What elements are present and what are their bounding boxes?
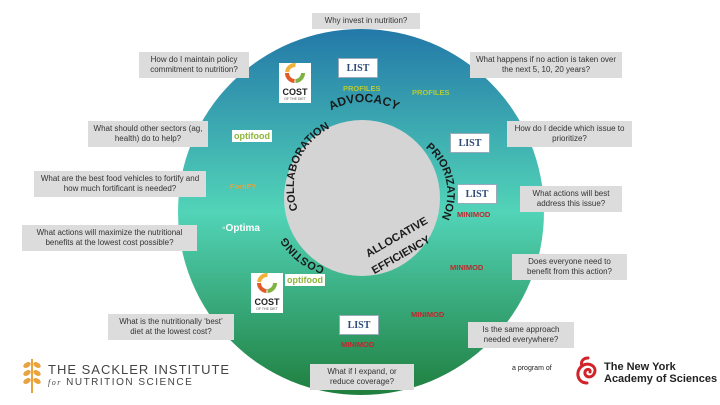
- list-logo-top: LIST: [338, 58, 378, 78]
- list-logo-right-1: LIST: [450, 133, 490, 153]
- question-everyone-benefit: Does everyone need to benefit from this …: [512, 254, 627, 280]
- question-policy-commitment: How do I maintain policy commitment to n…: [139, 52, 249, 78]
- question-why-invest: Why invest in nutrition?: [312, 13, 420, 29]
- optima-logo: ◦Optima: [222, 223, 260, 234]
- wheat-icon: [23, 359, 41, 393]
- question-no-action: What happens if no action is taken over …: [470, 52, 622, 78]
- minimod-label-2: MINIMOD: [450, 263, 484, 272]
- question-other-sectors: What should other sectors (ag, health) d…: [88, 121, 208, 147]
- minimod-label-1: MINIMOD: [457, 210, 491, 219]
- profiles-label-1: PROFILES: [343, 84, 381, 93]
- minimod-label-4: MINIMOD: [341, 340, 375, 349]
- question-expand-coverage: What if I expand, or reduce coverage?: [310, 364, 414, 390]
- profiles-label-2: PROFILES: [412, 88, 450, 97]
- list-logo-right-2: LIST: [457, 184, 497, 204]
- question-food-vehicles: What are the best food vehicles to forti…: [34, 171, 206, 197]
- optifood-logo-left: optifood: [232, 130, 272, 142]
- sackler-institute-logo: THE SACKLER INSTITUTE for NUTRITION SCIE…: [48, 362, 231, 388]
- program-of-text: a program of: [512, 365, 552, 372]
- nyas-swirl-icon: [576, 356, 597, 385]
- minimod-label-3: MINIMOD: [411, 310, 445, 319]
- question-prioritize: How do I decide which issue to prioritiz…: [507, 121, 632, 147]
- cost-of-diet-icon: [257, 273, 277, 293]
- question-same-approach: Is the same approach needed everywhere?: [468, 322, 574, 348]
- fortify-label: FortiFY: [230, 182, 257, 191]
- inner-disc: [284, 120, 440, 276]
- cost-of-diet-logo-bottom: COST OF THE DIET: [251, 273, 283, 313]
- question-best-diet: What is the nutritionally ‘best’ diet at…: [108, 314, 234, 340]
- optifood-logo-bottom: optifood: [285, 274, 325, 286]
- optima-icon: ◦: [222, 223, 226, 234]
- list-logo-bottom: LIST: [339, 315, 379, 335]
- nyas-logo: The New York Academy of Sciences: [604, 361, 718, 385]
- cost-of-diet-logo-top: COST OF THE DIET: [279, 63, 311, 103]
- cost-of-diet-icon: [285, 63, 305, 83]
- question-maximize-benefits: What actions will maximize the nutrition…: [22, 225, 197, 251]
- question-best-actions: What actions will best address this issu…: [520, 186, 622, 212]
